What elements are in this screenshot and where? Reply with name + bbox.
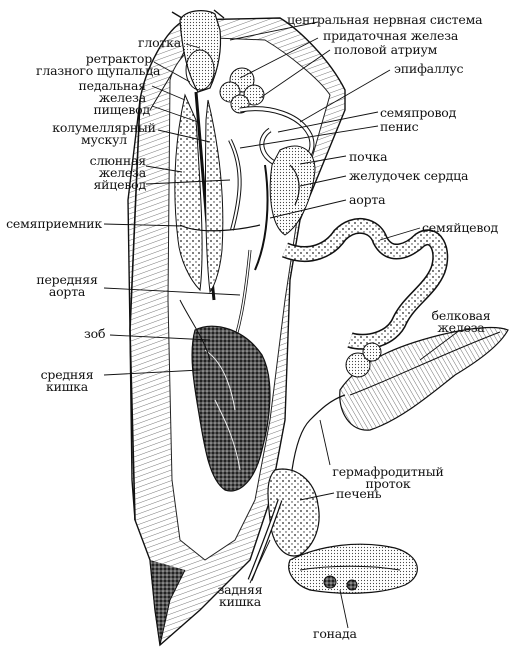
label-hindgut: задняя кишка [210, 584, 270, 608]
label-retractor: ретрактор глазного щупальца [36, 53, 152, 77]
label-spermoviduct: семяйцевод [422, 222, 498, 234]
gonad-shape [289, 544, 418, 593]
hermaphroditic-duct-shape [292, 395, 345, 470]
label-spermatheca: семяприемник [4, 218, 102, 230]
label-albumen-gland: белковая железа [428, 310, 494, 334]
label-penis: пенис [380, 121, 418, 133]
label-gonad: гонада [313, 628, 357, 640]
label-kidney: почка [349, 151, 387, 163]
label-epiphallus: эпифаллус [394, 63, 463, 75]
label-salivary-gland: слюнная железа [36, 155, 146, 179]
label-pharynx: глотка [138, 37, 181, 49]
label-pedal-gland: педальная железа [32, 80, 146, 104]
label-esophagus: пищевод [32, 104, 150, 116]
label-ventricle: желудочек сердца [349, 170, 468, 182]
label-genital-atrium: половой атриум [334, 44, 437, 56]
label-columellar-muscle: колумеллярный мускул [48, 122, 160, 146]
label-oviduct: яйцевод [36, 179, 146, 191]
label-cns: центральная нервная система [287, 14, 482, 26]
label-crop: зоб [84, 328, 105, 340]
spermoviduct-shape [285, 226, 440, 342]
label-vas-deferens: семяпровод [380, 107, 456, 119]
label-accessory-gland: придаточная железа [323, 30, 458, 42]
label-anterior-aorta: передняя аорта [30, 274, 104, 298]
label-aorta: аорта [349, 194, 385, 206]
label-midgut: средняя кишка [30, 369, 104, 393]
label-liver: печень [336, 488, 381, 500]
